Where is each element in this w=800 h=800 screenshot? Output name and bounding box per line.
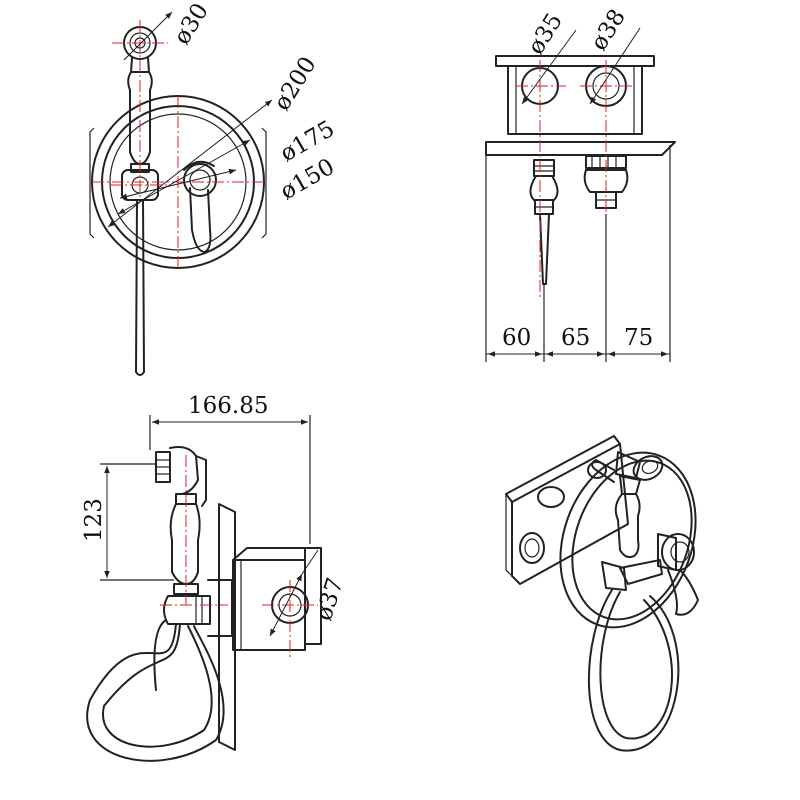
side-valve-body	[232, 547, 322, 651]
front-view: ø30 ø200 ø175 ø150	[89, 0, 339, 376]
dim-label-d175: ø175	[276, 116, 339, 167]
dim-label-d200: ø200	[269, 52, 322, 115]
iso-lever	[601, 533, 699, 616]
top-dimension-lines	[486, 27, 670, 362]
side-dimension-lines	[100, 415, 319, 637]
dim-label-d37: ø37	[311, 575, 349, 624]
side-hand-shower	[155, 446, 207, 595]
side-hose	[86, 619, 225, 762]
dim-label-d30: ø30	[169, 0, 214, 49]
top-view: ø35 ø38 60 65 75	[485, 5, 676, 362]
front-centerlines	[92, 20, 264, 268]
lever-handle	[183, 160, 217, 253]
holder-outlet	[529, 159, 559, 285]
top-centerlines	[516, 60, 632, 300]
isometric-view	[505, 435, 699, 752]
dim-label-d38: ø38	[586, 5, 631, 55]
side-wall-plate	[207, 503, 236, 751]
side-holder	[163, 595, 211, 625]
iso-hand-shower	[591, 451, 664, 559]
side-view: 166.85 123 ø37	[81, 393, 349, 762]
iso-wall-plate	[559, 451, 697, 629]
dim-label-166-85: 166.85	[188, 393, 268, 419]
side-centerlines	[160, 455, 318, 660]
dim-label-d35: ø35	[523, 9, 568, 59]
iso-hose	[587, 589, 680, 752]
dim-label-60: 60	[502, 325, 531, 351]
front-dimension-lines	[107, 11, 273, 228]
wall-plate	[485, 141, 676, 362]
dim-label-123: 123	[81, 498, 107, 542]
dim-label-75: 75	[624, 325, 653, 351]
valve-box	[495, 55, 655, 135]
dim-label-65: 65	[561, 325, 590, 351]
iso-valve-box	[505, 435, 629, 585]
